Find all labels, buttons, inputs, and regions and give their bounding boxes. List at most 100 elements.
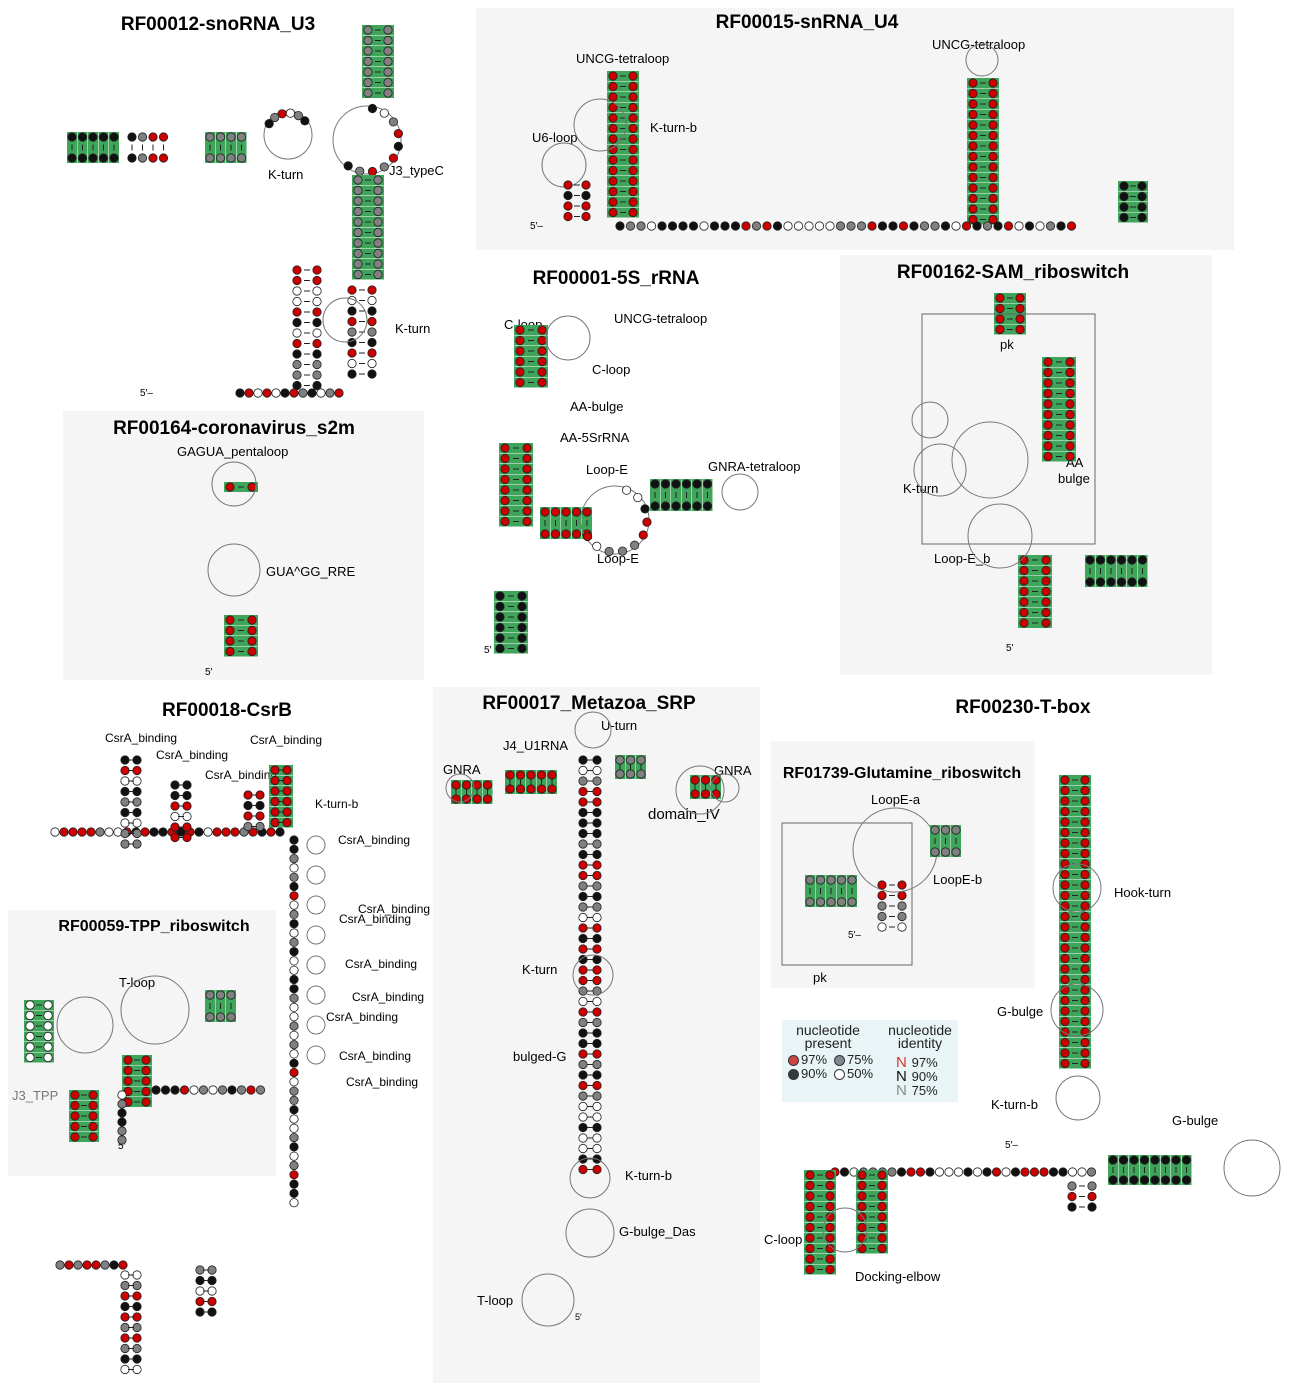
nucleotide-dot xyxy=(578,1028,588,1038)
nucleotide-dot xyxy=(1067,1191,1077,1202)
legend-identity-90: N 90% xyxy=(896,1068,938,1085)
nucleotide-dot xyxy=(877,890,887,901)
nucleotide-dot xyxy=(363,77,373,88)
nucleotide-dot xyxy=(289,1123,299,1133)
nucleotide-dot xyxy=(988,99,998,109)
nucleotide-dot xyxy=(1065,420,1075,430)
nucleotide-dot xyxy=(702,479,713,489)
nucleotide-dot xyxy=(988,120,998,130)
nucleotide-dot xyxy=(289,919,299,929)
nucleotide-dot xyxy=(581,211,591,222)
nucleotide-dot xyxy=(43,1031,53,1042)
nucleotide-dot xyxy=(692,479,702,489)
nucleotide-dot xyxy=(243,790,253,800)
nucleotide-dot xyxy=(289,1188,299,1199)
nucleotide-dot xyxy=(897,890,907,901)
nucleotide-dot xyxy=(578,755,588,765)
nucleotide-dot xyxy=(762,221,772,231)
nucleotide-dot xyxy=(282,817,292,828)
nucleotide-dot xyxy=(244,388,254,398)
nucleotide-dot xyxy=(347,348,357,358)
nucleotide-dot xyxy=(120,765,130,776)
nucleotide-dot xyxy=(968,78,978,88)
nucleotide-dot xyxy=(55,1260,65,1270)
nucleotide-dot xyxy=(877,901,887,911)
nucleotide-dot xyxy=(578,849,588,860)
nucleotide-dot xyxy=(805,1254,815,1264)
nucleotide-dot xyxy=(578,1059,588,1070)
nucleotide-dot xyxy=(353,206,363,217)
label-csra-binding: CsrA_binding xyxy=(345,957,418,971)
nucleotide-dot xyxy=(1048,1167,1059,1177)
nucleotide-dot xyxy=(117,1126,127,1136)
nucleotide-dot xyxy=(972,221,982,231)
nucleotide-dot xyxy=(225,625,235,636)
nucleotide-dot xyxy=(804,221,814,231)
nucleotide-dot xyxy=(289,1151,299,1161)
nucleotide-dot xyxy=(127,132,137,142)
nucleotide-dot xyxy=(608,207,618,218)
motif-arc xyxy=(573,98,627,152)
nucleotide-dot xyxy=(608,71,618,81)
nucleotide-dot xyxy=(877,1170,887,1180)
nucleotide-dot xyxy=(1080,796,1090,806)
nucleotide-dot xyxy=(500,506,510,516)
nucleotide-dot xyxy=(995,314,1005,324)
nucleotide-dot xyxy=(628,165,638,176)
nucleotide-dot xyxy=(940,847,951,857)
nucleotide-dot xyxy=(215,990,226,1000)
nucleotide-dot xyxy=(353,185,363,196)
nucleotide-dot xyxy=(995,324,1005,335)
nucleotide-dot xyxy=(182,822,192,832)
nucleotide-dot xyxy=(393,129,403,139)
nucleotide-dot xyxy=(1087,1181,1097,1191)
nucleotide-dot xyxy=(137,153,148,163)
legend-identity-97: N 97% xyxy=(896,1054,938,1071)
title-snorna-u3: RF00012-snoRNA_U3 xyxy=(120,14,316,35)
nucleotide-dot xyxy=(1043,441,1053,451)
nucleotide-dot xyxy=(367,166,378,177)
nucleotide-dot xyxy=(67,153,77,163)
nucleotide-dot xyxy=(1043,367,1053,378)
nucleotide-dot xyxy=(182,832,192,843)
nucleotide-dot xyxy=(1086,1167,1097,1177)
nucleotide-dot xyxy=(988,183,998,193)
nucleotide-dot xyxy=(88,1100,98,1111)
label-k-turn: K-turn xyxy=(522,962,558,977)
nucleotide-dot xyxy=(988,78,998,88)
nucleotide-dot xyxy=(194,827,204,837)
nucleotide-dot xyxy=(1066,221,1077,231)
nucleotide-dot xyxy=(628,102,638,113)
nucleotide-dot xyxy=(608,186,618,197)
nucleotide-dot xyxy=(151,1085,161,1095)
nucleotide-dot xyxy=(578,944,588,954)
nucleotide-dot xyxy=(482,794,493,804)
nucleotide-dot xyxy=(1019,565,1029,576)
nucleotide-dot xyxy=(592,1091,602,1101)
motif-arc xyxy=(710,773,740,803)
nucleotide-dot xyxy=(1043,409,1053,420)
nucleotide-dot xyxy=(367,295,377,306)
nucleotide-dot xyxy=(940,825,951,835)
nucleotide-dot xyxy=(1067,1181,1077,1191)
nucleotide-dot xyxy=(225,636,235,646)
nucleotide-dot xyxy=(730,221,741,231)
nucleotide-dot xyxy=(993,221,1003,231)
nucleotide-dot xyxy=(132,1364,142,1375)
nucleotide-dot xyxy=(289,1058,299,1068)
nucleotide-dot xyxy=(388,153,399,163)
nucleotide-dot xyxy=(887,1167,897,1177)
nucleotide-dot xyxy=(500,443,510,453)
nucleotide-dot xyxy=(972,1167,983,1177)
nucleotide-dot xyxy=(592,1007,602,1017)
nucleotide-dot xyxy=(608,113,618,123)
nucleotide-dot xyxy=(1171,1155,1181,1165)
nucleotide-dot xyxy=(388,117,399,127)
nucleotide-dot xyxy=(1060,932,1070,943)
nucleotide-dot xyxy=(289,984,299,994)
nucleotide-dot xyxy=(132,1312,142,1322)
nucleotide-dot xyxy=(363,35,373,46)
nucleotide-dot xyxy=(160,1085,171,1095)
nucleotide-dot xyxy=(243,800,253,811)
nucleotide-dot xyxy=(255,800,265,811)
